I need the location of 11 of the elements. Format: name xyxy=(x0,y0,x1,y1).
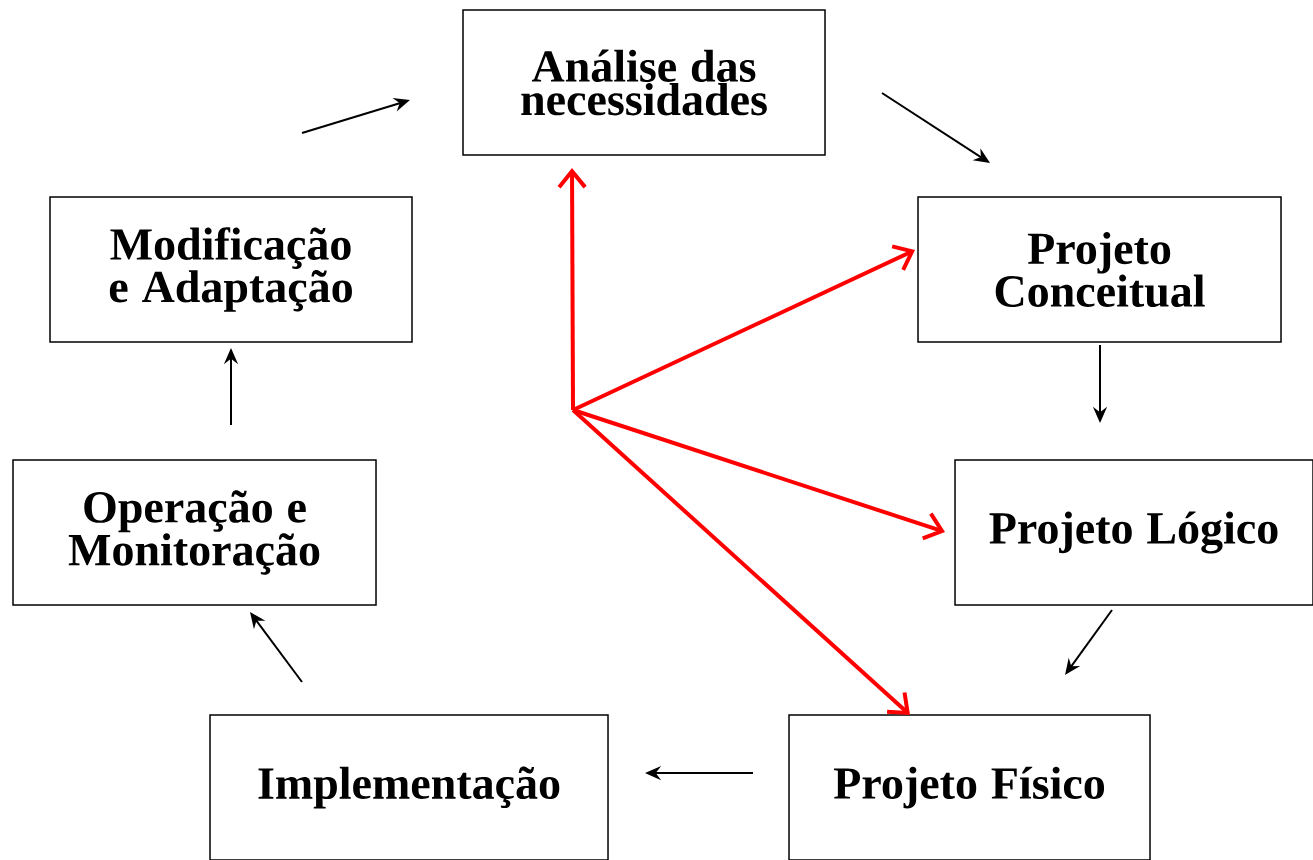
process-box: Projeto Físico xyxy=(788,714,1151,860)
arrow xyxy=(557,168,587,410)
arrow xyxy=(572,244,915,412)
process-box: Projeto Lógico xyxy=(954,459,1313,606)
process-box: Operação e Monitoração xyxy=(12,459,377,606)
arrow xyxy=(572,408,945,541)
process-box: Implementação xyxy=(209,714,609,860)
process-box: Modificação e Adaptação xyxy=(49,196,413,343)
process-box: Projeto Conceitual xyxy=(917,196,1282,343)
process-box: Análise das necessidades xyxy=(462,9,826,156)
arrow xyxy=(571,408,910,715)
